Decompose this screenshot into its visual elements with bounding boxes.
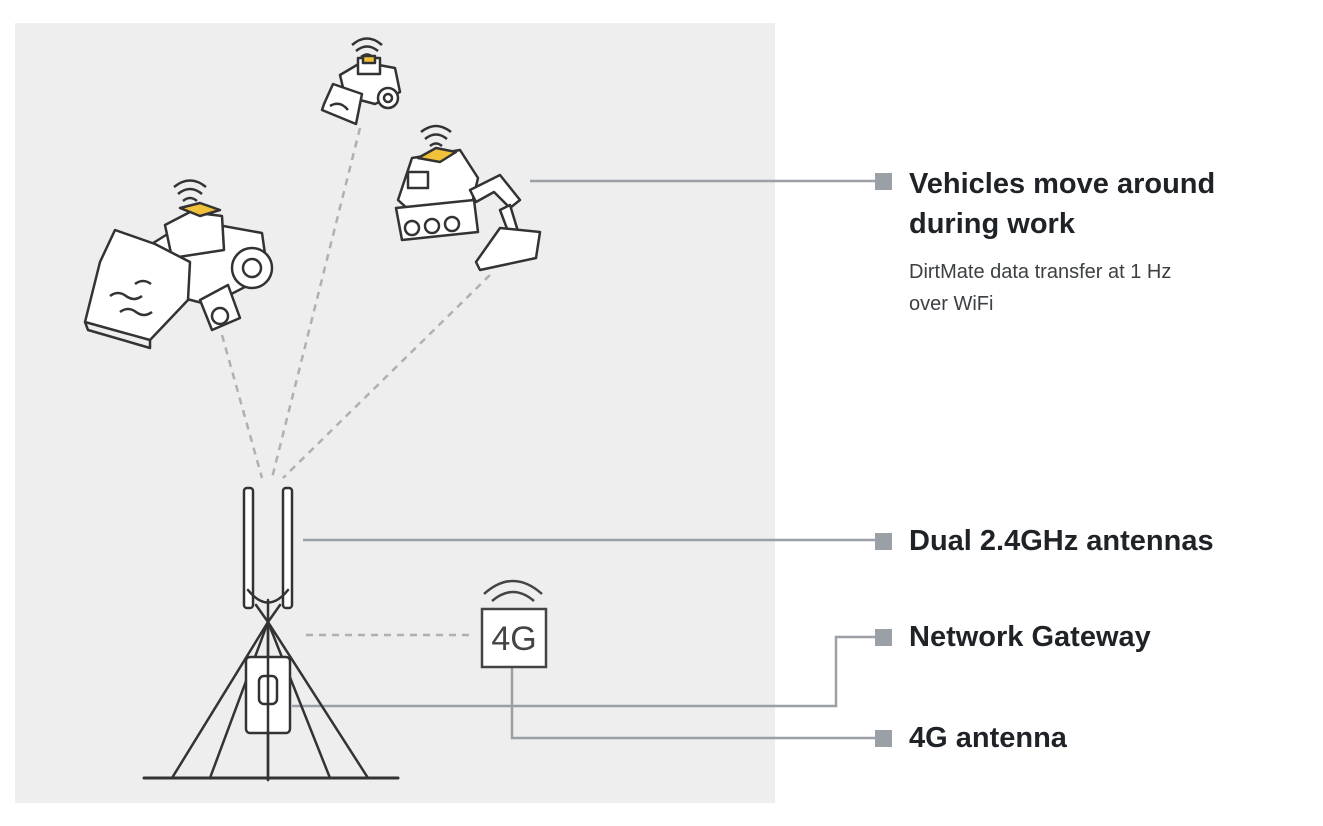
callout-antennas-title: Dual 2.4GHz antennas <box>909 525 1214 557</box>
callout-vehicles-title-line1: Vehicles move around <box>909 168 1216 200</box>
diagram-panel <box>15 23 775 803</box>
leader-lines <box>292 179 875 740</box>
bullet-marker <box>875 173 892 190</box>
4g-modem-icon: 4G <box>480 579 548 669</box>
wifi-signal-icon <box>173 179 207 202</box>
callout-vehicles-desc-line1: DirtMate data transfer at 1 Hz <box>909 261 1172 283</box>
antenna-tripod-icon <box>142 486 400 782</box>
wifi-signal-icon <box>420 124 452 148</box>
wifi-links <box>220 127 491 637</box>
wheel-loader-icon <box>320 37 402 126</box>
wheel-loader-icon <box>83 179 274 350</box>
callout-gateway-title: Network Gateway <box>909 621 1151 653</box>
excavator-icon <box>394 124 542 272</box>
bullet-marker <box>875 629 892 646</box>
bullet-marker <box>875 730 892 747</box>
bullet-marker <box>875 533 892 550</box>
callout-4g-antenna-title: 4G antenna <box>909 722 1067 754</box>
modem-label: 4G <box>491 620 536 658</box>
callout-vehicles-desc-line2: over WiFi <box>909 293 994 315</box>
callout-vehicles-title-line2: during work <box>909 208 1075 240</box>
wifi-signal-icon <box>483 579 543 602</box>
